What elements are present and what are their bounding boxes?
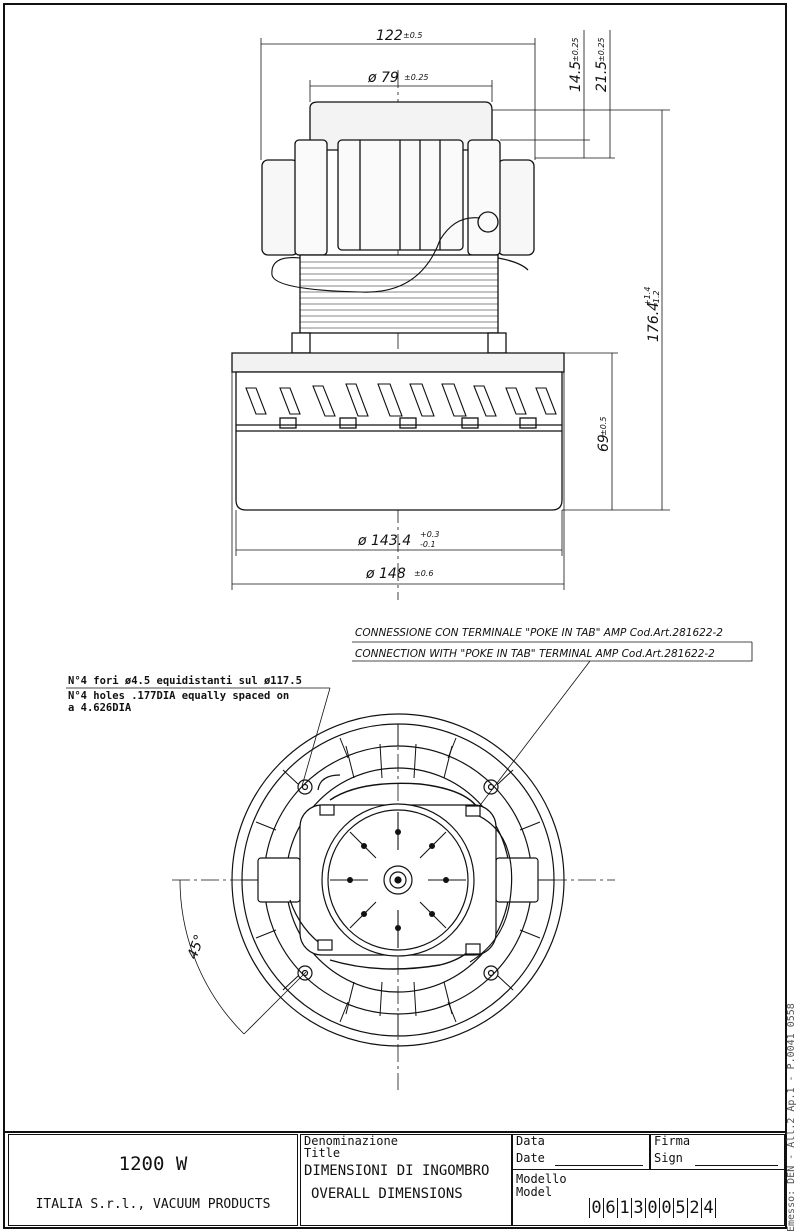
dim-122-tol: ±0.5 <box>403 31 422 40</box>
model-digit: 0 <box>645 1198 659 1218</box>
model-cell: Modello Model 0 6 1 3 0 0 5 2 4 <box>512 1169 785 1226</box>
dim-overall-width: 122 ±0.5 <box>376 28 422 44</box>
title-it: DIMENSIONI DI INGOMBRO <box>304 1163 490 1179</box>
dim-21-5-tol: ±0.25 <box>597 37 606 62</box>
model-digit: 1 <box>617 1198 631 1218</box>
date-cell: Data Date <box>512 1134 650 1170</box>
dim-base-height: 69 ±0.5 <box>596 417 612 452</box>
dim-14-5: 14.5 <box>568 61 584 92</box>
dim-148-tol: ±0.6 <box>414 569 433 578</box>
dimension-lines <box>231 30 670 590</box>
holes-note-en-1: N°4 holes .177DIA equally spaced on <box>68 690 289 702</box>
model-label: Model <box>516 1185 553 1199</box>
dim-79-tol: ±0.25 <box>404 73 429 82</box>
holes-note-en-2: a 4.626DIA <box>68 702 132 714</box>
drawing-frame <box>3 3 787 1229</box>
title-block-left: 1200 W ITALIA S.r.l., VACUUM PRODUCTS <box>8 1134 298 1226</box>
dim-69-tol: ±0.5 <box>599 417 608 436</box>
dim-143-4-tol-plus: +0.3 <box>420 530 439 539</box>
firma-label: Firma <box>654 1134 691 1148</box>
dim-176-4: 176.4 <box>646 302 662 342</box>
dim-148: ø 148 <box>365 566 406 582</box>
dim-14-5-tol: ±0.25 <box>571 37 580 62</box>
dim-143-4: ø 143.4 <box>357 533 411 549</box>
dim-angle: 45° <box>185 933 209 962</box>
dim-69: 69 <box>596 434 612 452</box>
side-view <box>231 70 565 600</box>
title-en: OVERALL DIMENSIONS <box>311 1186 463 1202</box>
sign-cell: Firma Sign <box>650 1134 785 1170</box>
model-digit: 3 <box>631 1198 645 1218</box>
connection-note-en: CONNECTION WITH "POKE IN TAB" TERMINAL A… <box>355 648 715 660</box>
date-label: Date <box>516 1151 545 1165</box>
dim-122: 122 <box>376 28 403 44</box>
dim-45-deg: 45° <box>185 933 209 962</box>
connection-note: CONNESSIONE CON TERMINALE "POKE IN TAB" … <box>352 627 753 809</box>
dim-top-b: 21.5 ±0.25 <box>594 37 610 92</box>
dim-height: 176.4 +1.4 -1.2 <box>643 287 662 342</box>
dim-top-a: 14.5 ±0.25 <box>568 37 584 92</box>
model-digit: 0 <box>659 1198 673 1218</box>
sign-label: Sign <box>654 1151 683 1165</box>
dim-21-5: 21.5 <box>594 61 610 92</box>
holes-note-it: N°4 fori ø4.5 equidistanti sul ø117.5 <box>68 675 302 687</box>
model-digit: 0 <box>589 1198 603 1218</box>
dim-143-4-tol-minus: -0.1 <box>420 540 436 549</box>
model-digit: 5 <box>673 1198 687 1218</box>
title-block-title: Denominazione Title DIMENSIONI DI INGOMB… <box>300 1134 512 1226</box>
date-field-line <box>555 1165 643 1166</box>
dim-base-diameter: ø 143.4 +0.3 -0.1 <box>357 530 439 549</box>
company-name: ITALIA S.r.l., VACUUM PRODUCTS <box>35 1197 271 1212</box>
model-digit: 6 <box>603 1198 617 1218</box>
modello-label: Modello <box>516 1172 567 1186</box>
sign-field-line <box>695 1165 778 1166</box>
denominazione-label: Denominazione <box>304 1134 398 1148</box>
model-digit: 4 <box>701 1198 716 1218</box>
dim-inner-diameter: ø 79 ±0.25 <box>367 70 429 86</box>
dim-176-4-tol-plus: +1.4 <box>643 287 652 306</box>
side-issue-text: Emesso: DEN - All.2 Ap.1 - P.0041 0558 <box>786 1003 797 1232</box>
connection-note-it: CONNESSIONE CON TERMINALE "POKE IN TAB" … <box>355 627 723 639</box>
holes-note: N°4 fori ø4.5 equidistanti sul ø117.5 N°… <box>66 675 331 787</box>
dim-176-4-tol-minus: -1.2 <box>652 290 661 306</box>
power-rating: 1200 W <box>118 1153 188 1175</box>
dim-outer-diameter: ø 148 ±0.6 <box>365 566 433 582</box>
model-number: 0 6 1 3 0 0 5 2 4 <box>589 1198 716 1218</box>
top-view <box>172 713 615 1090</box>
dim-79: ø 79 <box>367 70 399 86</box>
data-label: Data <box>516 1134 545 1148</box>
model-digit: 2 <box>687 1198 701 1218</box>
title-label: Title <box>304 1146 341 1160</box>
